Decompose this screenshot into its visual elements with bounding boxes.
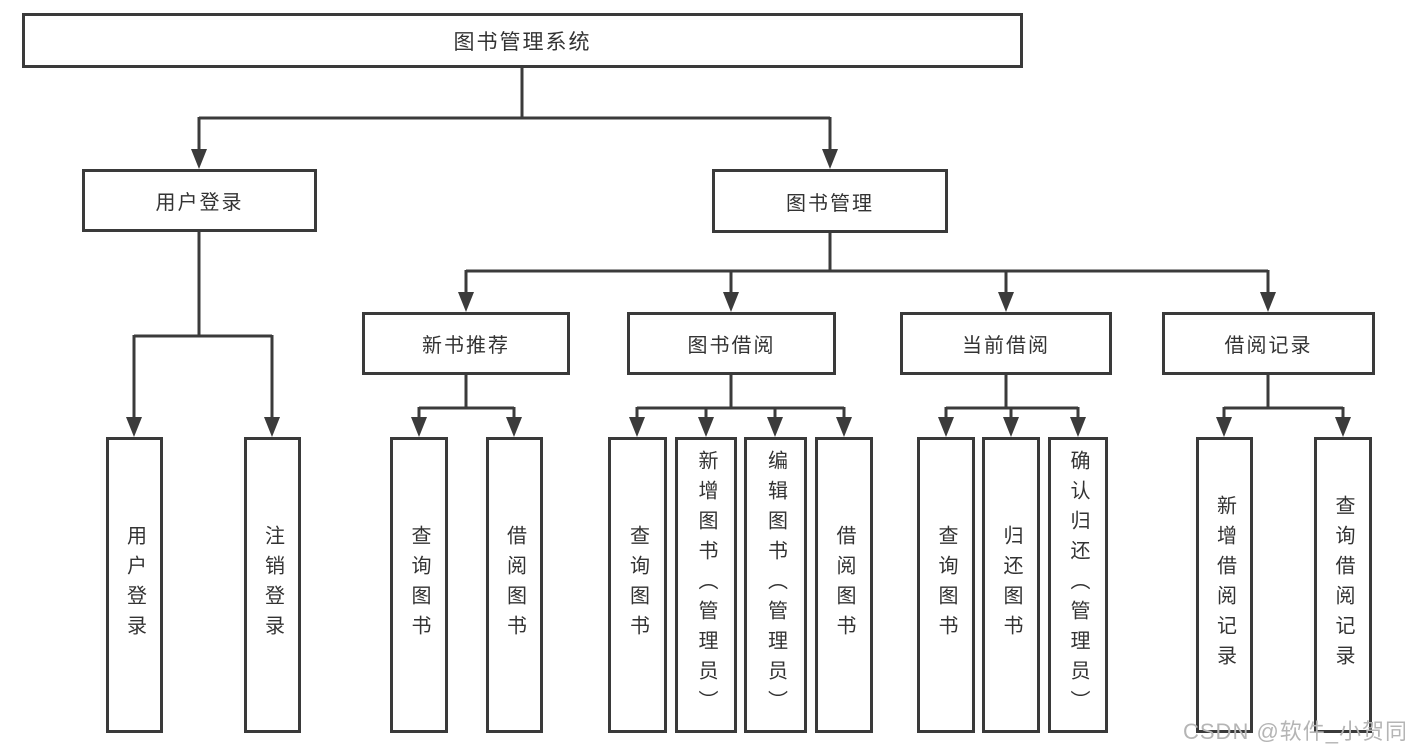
node-book-borrowing: 图书借阅 <box>627 312 836 375</box>
connector-new-books <box>417 375 516 421</box>
arrow-down-icon <box>938 417 954 437</box>
node-current-borrowing: 当前借阅 <box>900 312 1112 375</box>
arrow-down-icon <box>1070 417 1086 437</box>
node-leaf-return-books: 归还图书 <box>982 437 1040 733</box>
arrow-down-icon <box>998 292 1014 312</box>
arrow-down-icon <box>458 292 474 312</box>
arrow-down-icon <box>264 417 280 437</box>
node-book-management: 图书管理 <box>712 169 948 233</box>
node-leaf-query-books: 查询图书 <box>390 437 448 733</box>
node-new-book-recommendation: 新书推荐 <box>362 312 570 375</box>
node-leaf-borrow-books-2: 借阅图书 <box>815 437 873 733</box>
arrow-down-icon <box>1260 292 1276 312</box>
node-leaf-edit-book-admin: 编辑图书（管理员） <box>744 437 807 733</box>
node-leaf-confirm-return-admin: 确认归还（管理员） <box>1048 437 1108 733</box>
node-leaf-query-books-2: 查询图书 <box>608 437 667 733</box>
node-user-login: 用户登录 <box>82 169 317 232</box>
node-leaf-query-books-3: 查询图书 <box>917 437 975 733</box>
connector-book-management <box>464 233 1270 296</box>
arrow-down-icon <box>698 417 714 437</box>
arrowheads <box>126 149 1351 437</box>
arrow-down-icon <box>411 417 427 437</box>
arrow-down-icon <box>836 417 852 437</box>
node-borrowing-records: 借阅记录 <box>1162 312 1375 375</box>
arrow-down-icon <box>1216 417 1232 437</box>
arrow-down-icon <box>191 149 207 169</box>
connector-user-login <box>132 232 274 421</box>
arrow-down-icon <box>506 417 522 437</box>
node-leaf-add-book-admin: 新增图书（管理员） <box>675 437 737 733</box>
arrow-down-icon <box>767 417 783 437</box>
arrow-down-icon <box>1003 417 1019 437</box>
connector-book-borrow <box>635 375 846 421</box>
arrow-down-icon <box>629 417 645 437</box>
arrow-down-icon <box>126 417 142 437</box>
node-leaf-user-login: 用户登录 <box>106 437 163 733</box>
node-leaf-query-borrow-record: 查询借阅记录 <box>1314 437 1372 733</box>
connector-root <box>197 68 832 153</box>
arrow-down-icon <box>822 149 838 169</box>
arrow-down-icon <box>723 292 739 312</box>
connector-borrow-records <box>1222 375 1345 421</box>
csdn-watermark: CSDN @软件_小贺同学 <box>1183 719 1405 744</box>
connector-current-borrow <box>944 375 1080 421</box>
node-library-management-system: 图书管理系统 <box>22 13 1023 68</box>
node-leaf-borrow-books: 借阅图书 <box>486 437 543 733</box>
node-leaf-logout: 注销登录 <box>244 437 301 733</box>
node-leaf-add-borrow-record: 新增借阅记录 <box>1196 437 1253 733</box>
arrow-down-icon <box>1335 417 1351 437</box>
